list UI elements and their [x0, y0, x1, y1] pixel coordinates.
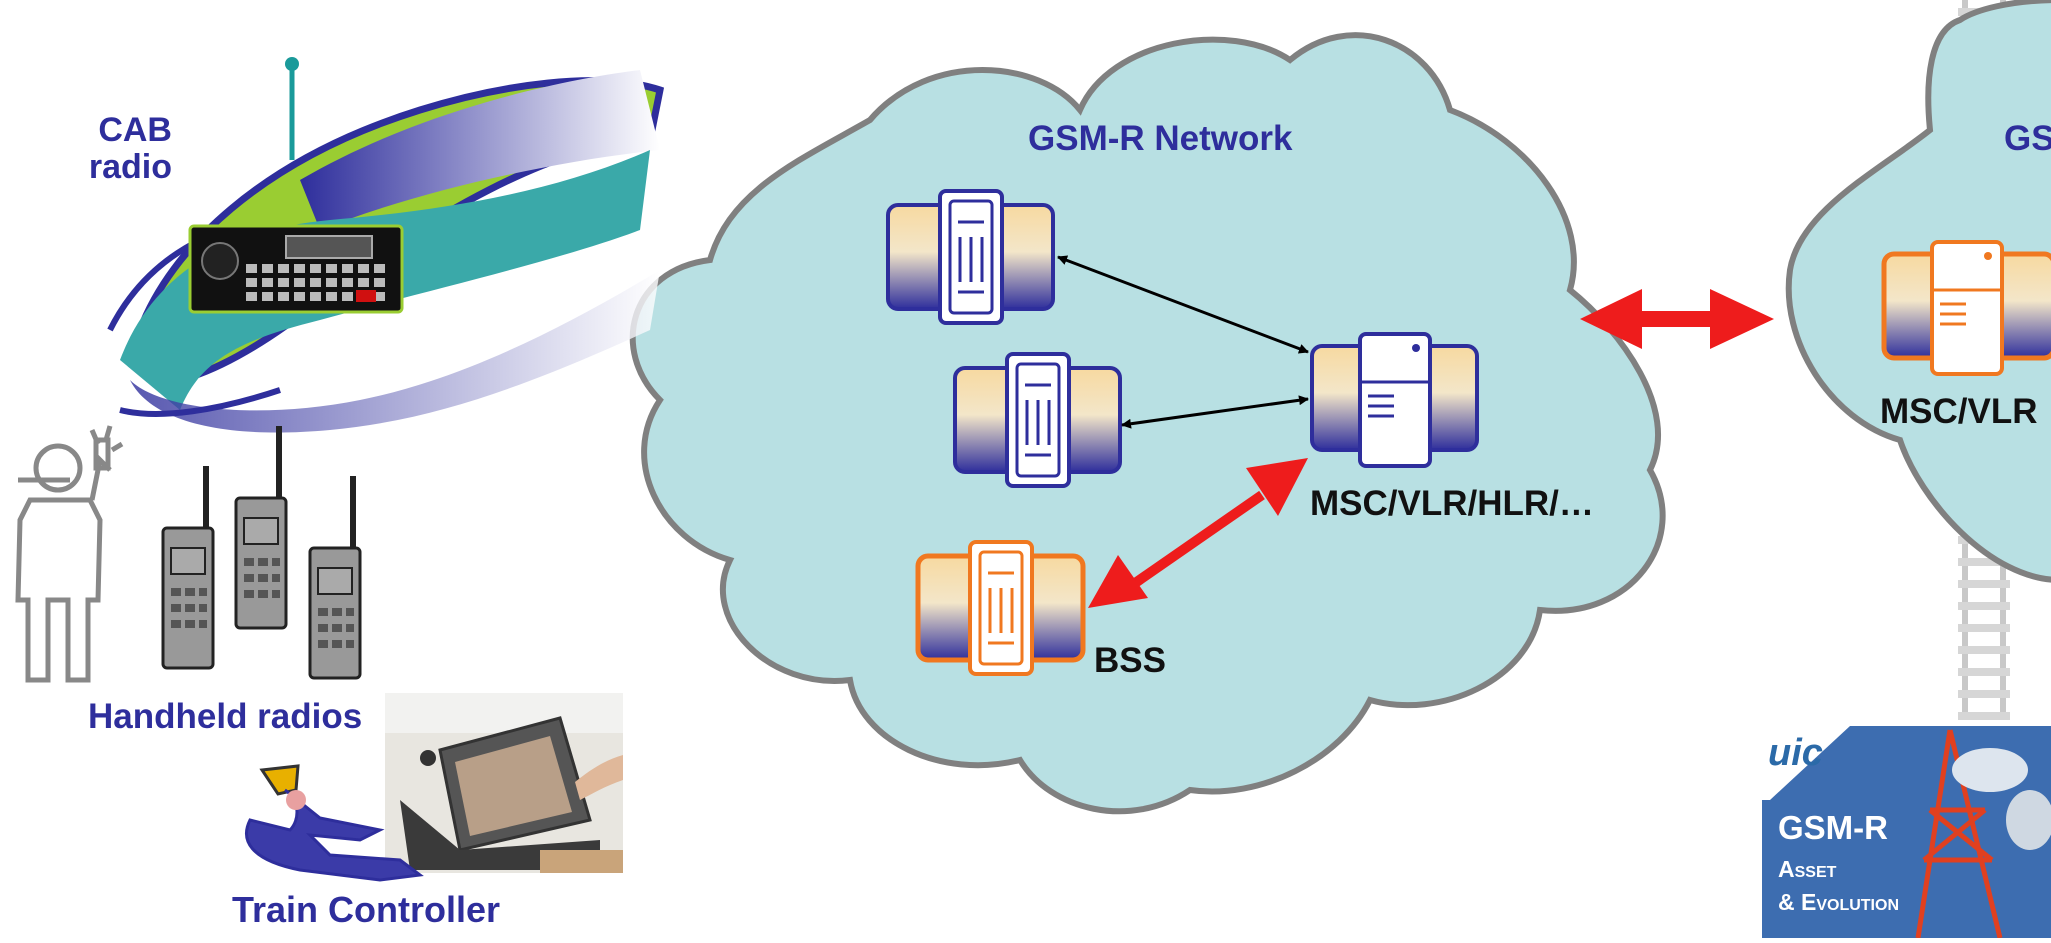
train-controller-label: Train Controller	[232, 889, 501, 930]
cab-radio-key	[358, 278, 369, 287]
cab-radio-key	[342, 292, 353, 301]
cab-radio-key	[374, 264, 385, 273]
msc-node	[1310, 332, 1479, 468]
cab-radio-key	[262, 264, 273, 273]
cab-radio-key	[374, 278, 385, 287]
bts-node-lower	[953, 352, 1122, 488]
rail-sleeper	[1958, 580, 2010, 588]
cab-radio-key	[262, 292, 273, 301]
cab-radio-key	[310, 264, 321, 273]
train-controller-terminal	[385, 693, 623, 873]
cab-radio-key	[374, 292, 385, 301]
cab-radio-key	[358, 264, 369, 273]
rail-sleeper	[1958, 558, 2010, 566]
rail-sleeper	[1958, 668, 2010, 676]
controller-person-icon	[245, 764, 424, 882]
cab-radio-key	[278, 278, 289, 287]
uic-badge-title: GSM-R	[1778, 809, 1888, 846]
cab-radio-key	[294, 292, 305, 301]
rail-sleeper	[1958, 690, 2010, 698]
cab-radio-key	[246, 292, 257, 301]
cab-radio-key	[246, 278, 257, 287]
bss-node	[915, 540, 1086, 676]
rail-sleeper	[1958, 624, 2010, 632]
cab-radio-key	[326, 278, 337, 287]
handheld-radio-2	[234, 426, 288, 630]
cab-radio-key	[246, 264, 257, 273]
bts-node-upper	[886, 189, 1055, 325]
rail-sleeper	[1958, 712, 2010, 720]
link-upper-bts-msc	[1057, 255, 1309, 354]
railway-worker-icon	[15, 425, 124, 683]
cab-radio-key	[310, 278, 321, 287]
handheld-radio-3	[308, 476, 362, 680]
uic-badge	[1762, 726, 2051, 939]
interconnect-arrow	[1580, 289, 1774, 349]
cab-radio-key	[294, 264, 305, 273]
rail-sleeper	[1958, 646, 2010, 654]
cab-radio-key	[326, 292, 337, 301]
handheld-radio-1	[161, 466, 215, 670]
network-name-label: GSM-R Network	[1028, 119, 1293, 158]
handheld-radios-label: Handheld radios	[88, 697, 363, 736]
msc-label: MSC/VLR/HLR/…	[1310, 484, 1594, 523]
link-bss-msc	[1088, 458, 1308, 608]
uic-badge-subtitle-1: Asset	[1778, 856, 1837, 882]
msc-right-label: MSC/VLR	[1880, 392, 2038, 431]
link-lower-bts-msc	[1121, 395, 1309, 429]
uic-badge-subtitle-2: & Evolution	[1778, 889, 1900, 915]
cab-radio-key	[310, 292, 321, 301]
cab-radio-key	[294, 278, 305, 287]
cab-radio-key	[262, 278, 273, 287]
cab-radio-key	[278, 292, 289, 301]
cab-radio-key	[278, 264, 289, 273]
cab-radio-key	[342, 264, 353, 273]
cab-radio-key	[326, 264, 337, 273]
uic-logo: uic	[1768, 732, 1823, 774]
cab-radio-device	[188, 224, 404, 314]
rail-sleeper	[1958, 602, 2010, 610]
right-network-name-label: GS	[2004, 119, 2051, 158]
msc-node-right	[1881, 240, 2051, 376]
bss-label: BSS	[1094, 641, 1166, 680]
cab-radio-key	[342, 278, 353, 287]
